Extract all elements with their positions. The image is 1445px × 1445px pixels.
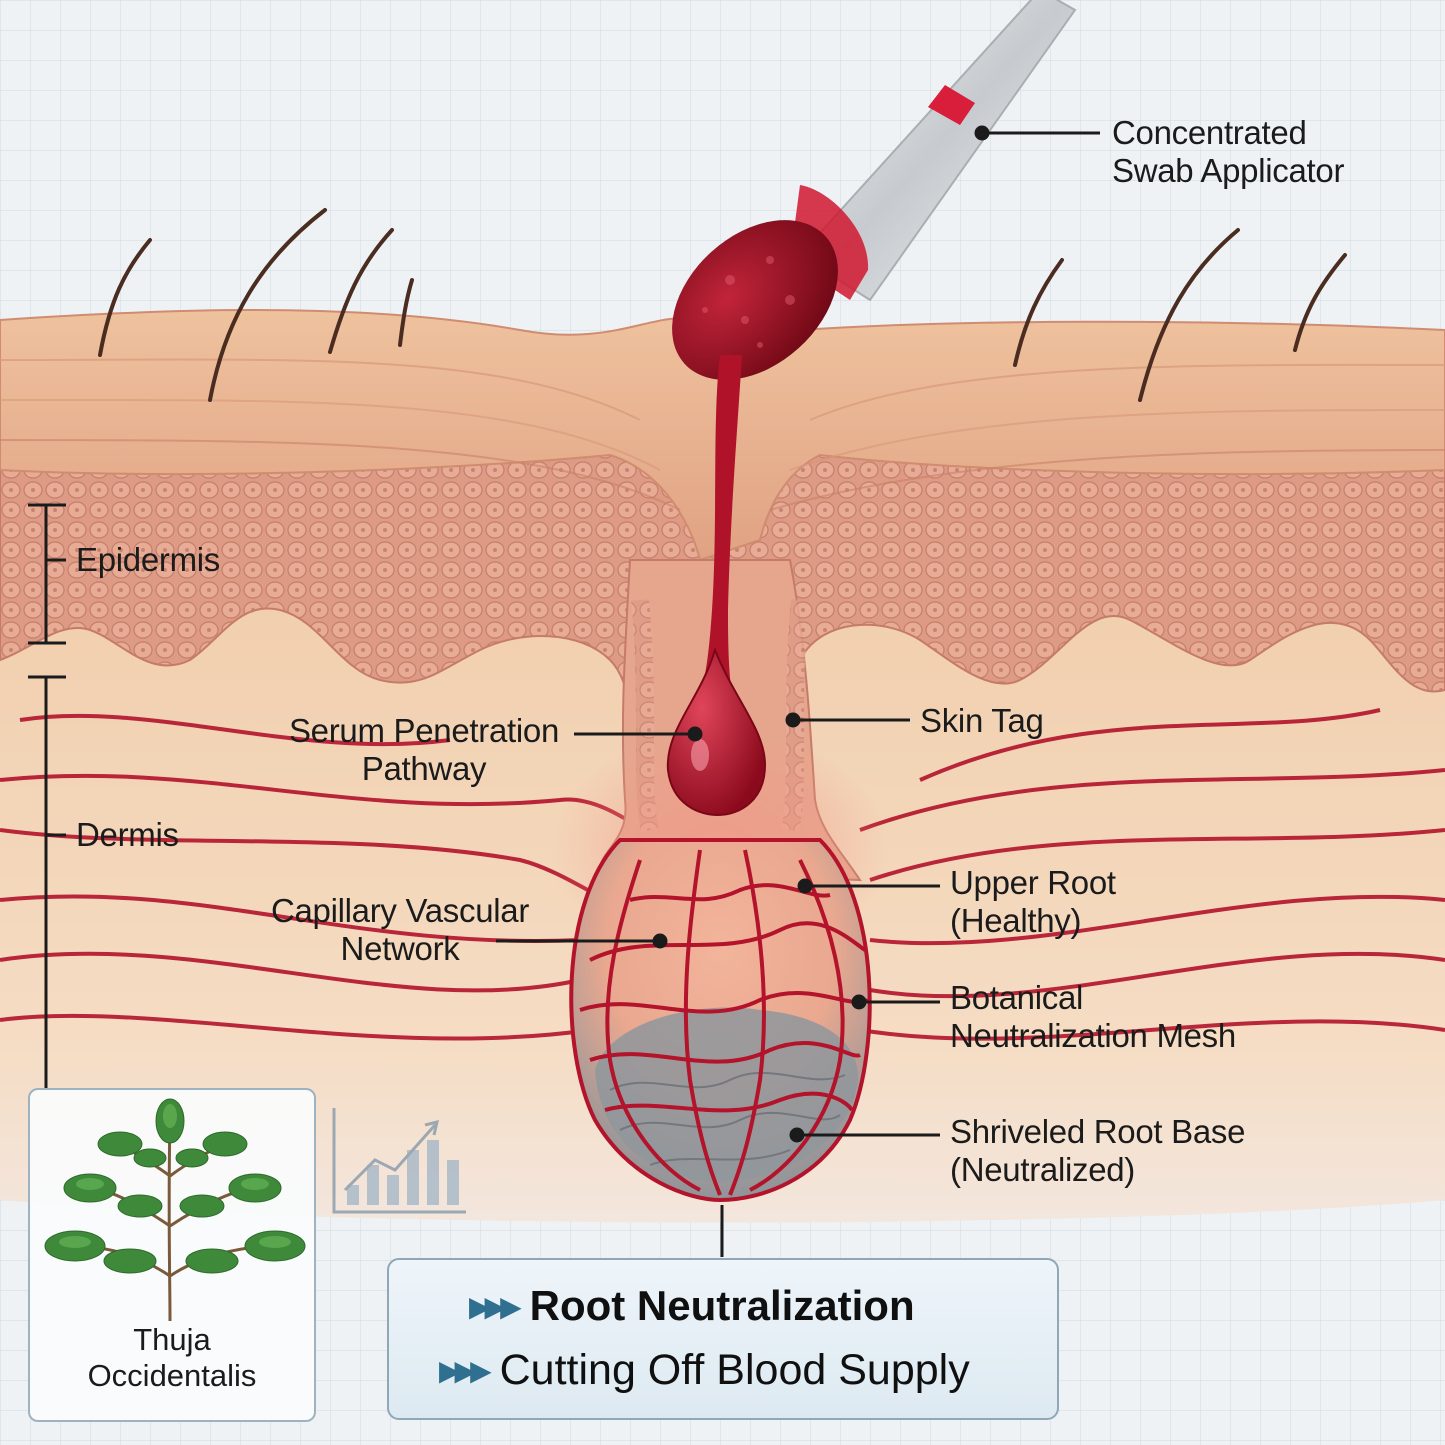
thuja-caption: Thuja Occidentalis <box>87 1322 257 1393</box>
serum-stream <box>690 355 742 720</box>
label-upper-root: Upper Root (Healthy) <box>950 864 1116 939</box>
label-root-base: Shriveled Root Base (Neutralized) <box>950 1113 1246 1188</box>
thuja-plant-panel: Thuja Occidentalis <box>28 1088 316 1422</box>
label-neutralization-mesh: Botanical Neutralization Mesh <box>950 979 1236 1054</box>
serum-drop <box>666 646 767 817</box>
banner-line-1: ▶▶▶Root Neutralization <box>469 1282 915 1329</box>
growth-chart-icon <box>332 1108 466 1214</box>
label-epidermis: Epidermis <box>76 541 221 578</box>
label-capillary-network: Capillary Vascular Network <box>270 892 530 967</box>
label-serum-pathway: Serum Penetration Pathway <box>288 712 560 787</box>
triple-chevron-icon: ▶▶▶ <box>469 1291 522 1322</box>
banner-line-2: ▶▶▶Cutting Off Blood Supply <box>439 1346 970 1394</box>
hair-strands <box>98 208 1347 402</box>
label-swab-applicator: Concentrated Swab Applicator <box>1112 114 1345 189</box>
triple-chevron-icon: ▶▶▶ <box>439 1355 492 1386</box>
label-skin-tag: Skin Tag <box>920 702 1044 739</box>
epidermis-bracket <box>28 503 66 645</box>
dermis-bracket <box>28 675 66 1088</box>
capillary-mesh <box>579 849 869 1196</box>
thuja-branch-icon <box>44 1098 306 1322</box>
label-dermis: Dermis <box>76 816 179 853</box>
swab-applicator <box>672 0 1077 380</box>
summary-banner: ▶▶▶Root Neutralization ▶▶▶Cutting Off Bl… <box>387 1258 1059 1420</box>
